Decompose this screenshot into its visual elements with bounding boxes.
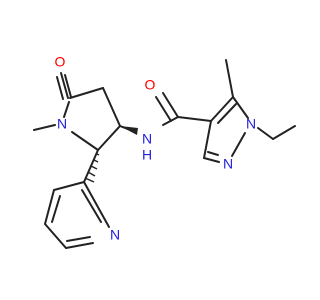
bond-pyr-2-inner	[51, 195, 61, 223]
atom-o-lactam: O	[55, 54, 66, 70]
bond-c2-n1	[71, 131, 99, 151]
bond-c4-c5pz-1	[210, 96, 234, 122]
bond-pyr-5	[83, 181, 110, 228]
bond-c5-methyl	[225, 59, 234, 98]
bond-c5-o-a	[56, 76, 64, 100]
atom-n-pyrazole-1: N	[246, 116, 256, 132]
bond-n1-ethyl-a	[257, 127, 274, 140]
bond-n1-methyl	[33, 124, 56, 131]
bond-c3-c4pz	[203, 120, 212, 159]
bond-c3-c2	[97, 125, 121, 151]
bond-n1-ethyl-b	[272, 125, 296, 140]
bond-n2-c3pz-1	[203, 157, 220, 163]
hash-line-2	[93, 159, 99, 163]
bond-n1-n2pz	[231, 132, 246, 157]
bond-n2-c3pz-2	[207, 151, 219, 156]
bond-n1-c5	[63, 101, 70, 118]
hash-line-4	[87, 171, 96, 177]
bond-c5-c4	[69, 87, 104, 99]
bond-c5-o-b	[64, 74, 72, 98]
bond-pyr-3	[44, 223, 67, 249]
atom-n-lactam: N	[57, 116, 67, 132]
bond-co-c4pz	[177, 116, 212, 122]
molecule-structure: O N N H O N N N	[0, 0, 300, 300]
atom-n-amide: N	[142, 131, 152, 147]
bond-pyr-1	[53, 181, 85, 191]
background	[0, 0, 300, 300]
bond-c5-n1pz	[232, 96, 249, 119]
hash-line-5	[84, 177, 95, 183]
hash-c2-pyr	[84, 153, 100, 183]
atom-o-amide: O	[145, 77, 156, 93]
bond-co-o-2	[155, 96, 172, 122]
wedge-c3-nh	[120, 126, 138, 135]
bond-pyr-2	[44, 189, 55, 225]
atom-n-pyrazole-2: N	[223, 156, 233, 172]
bond-co-o-1	[162, 92, 179, 118]
bond-pyr-4-inner	[66, 236, 91, 242]
hash-line-3	[90, 165, 98, 170]
bond-pyr-5-inner	[81, 189, 102, 223]
atom-n-pyridine: N	[110, 227, 120, 243]
bond-c5-o-1	[60, 72, 69, 99]
bond-c4-c5pz-2	[217, 103, 237, 124]
bond-c4-c3	[102, 87, 121, 127]
atom-h-amide: H	[142, 147, 152, 163]
hash-line-1	[96, 153, 100, 156]
bond-pyr-4	[65, 242, 94, 249]
